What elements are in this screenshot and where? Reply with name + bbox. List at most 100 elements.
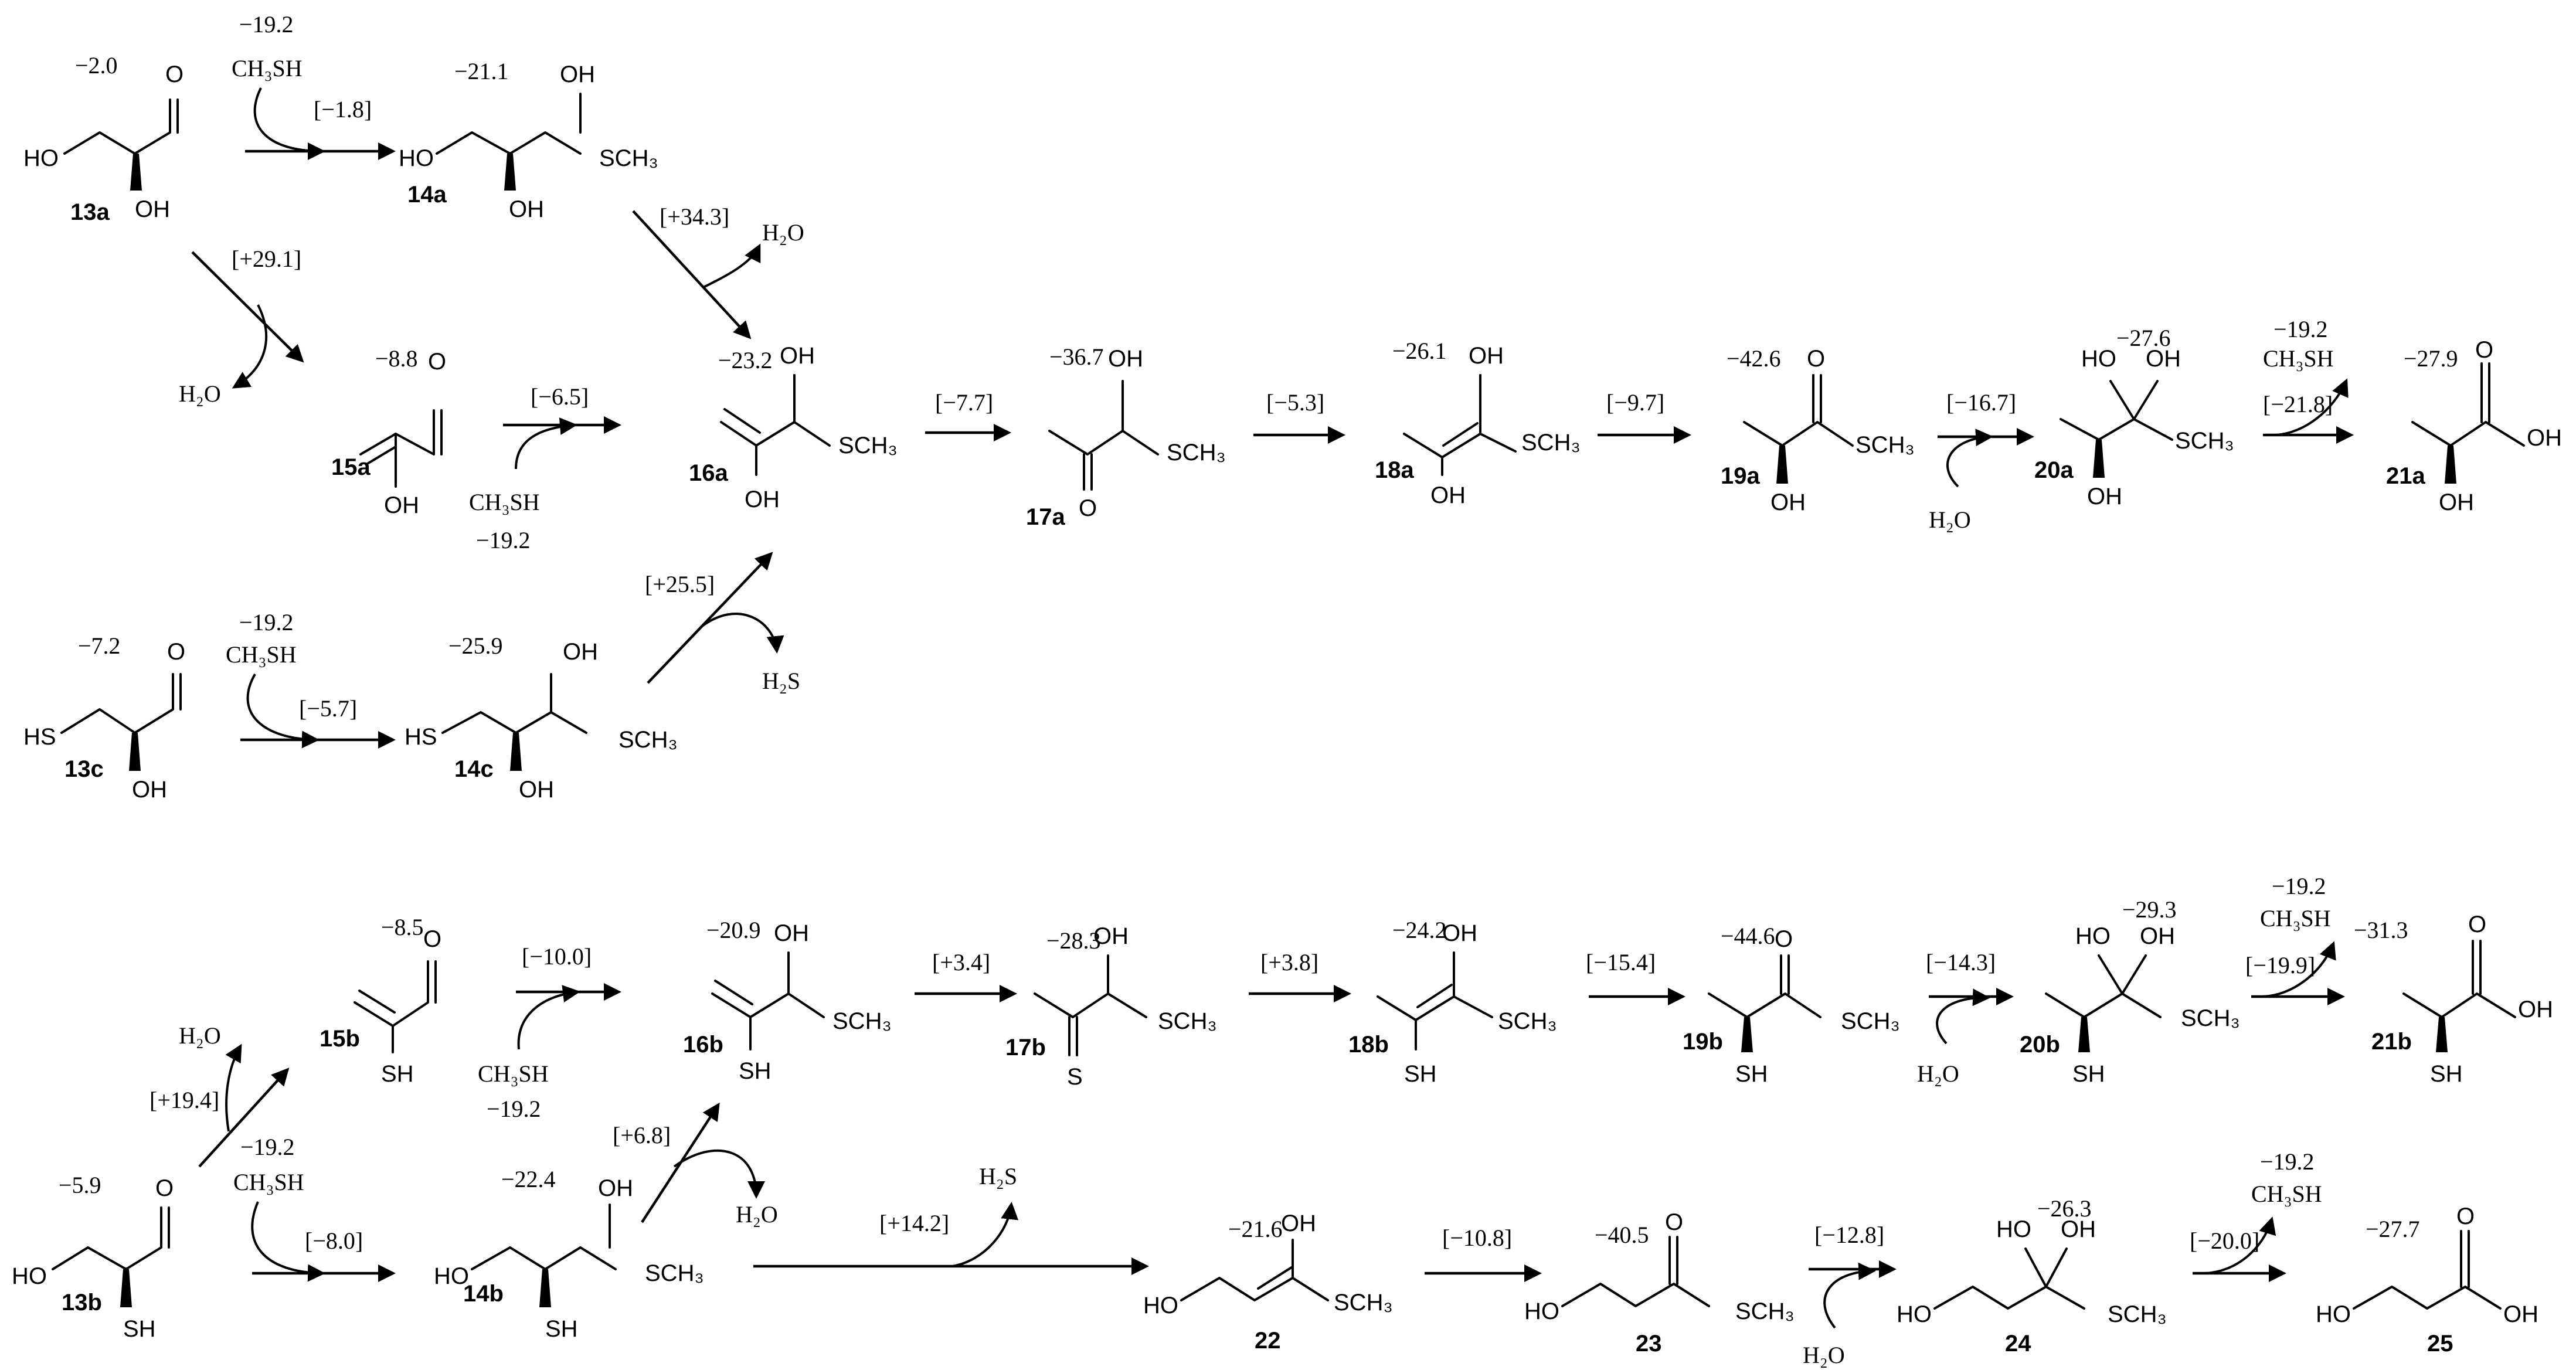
- atom-o: O: [2468, 912, 2486, 937]
- atom-oh: OH: [2439, 489, 2474, 515]
- step-18a-19a: [−9.7]: [1606, 389, 1664, 416]
- reagent-energy: −19.2: [239, 609, 294, 635]
- atom-sch3: SCH₃: [618, 727, 678, 753]
- energy-14b: −22.4: [501, 1166, 556, 1192]
- atom-sh: SH: [2430, 1061, 2463, 1087]
- atom-ho: HO: [2316, 1301, 2351, 1327]
- atom-oh: OH: [2140, 923, 2175, 949]
- compound-14b: −22.4 HO OH SCH₃ SH 14b: [434, 1166, 704, 1342]
- atom-oh: OH: [2503, 1301, 2538, 1327]
- compound-21b: −31.3 O OH SH 21b: [2354, 912, 2553, 1087]
- atom-sch3: SCH₃: [1167, 440, 1226, 465]
- energy-13b: −5.9: [59, 1172, 101, 1198]
- reagent-water: H₂O: [1917, 1060, 1959, 1087]
- step-24-25: [−20.0]: [2190, 1228, 2259, 1254]
- atom-oh: OH: [2061, 1216, 2096, 1242]
- step-14b-22: [+14.2]: [879, 1210, 949, 1236]
- energy-17b: −28.3: [1046, 927, 1101, 954]
- compound-18a: −26.1 OH SCH₃ OH 18a: [1375, 338, 1581, 508]
- atom-sch3: SCH₃: [1158, 1008, 1217, 1034]
- energy-18b: −24.2: [1392, 917, 1447, 943]
- atom-oh: OH: [1442, 920, 1477, 946]
- compound-25: −27.7 HO O OH 25: [2316, 1204, 2538, 1357]
- reagent-energy: −19.2: [2272, 873, 2326, 899]
- energy-16a: −23.2: [718, 347, 773, 373]
- energy-21b: −31.3: [2354, 917, 2408, 943]
- label-13b: 13b: [62, 1290, 102, 1315]
- label-19b: 19b: [1683, 1029, 1723, 1055]
- label-17b: 17b: [1005, 1035, 1046, 1060]
- step-13b-14b: [−8.0]: [305, 1228, 363, 1254]
- label-19a: 19a: [1721, 463, 1760, 489]
- compound-16a: −23.2 OH SCH₃ OH 16a: [689, 343, 898, 512]
- atom-sch3: SCH₃: [1855, 432, 1915, 458]
- label-13a: 13a: [70, 199, 110, 225]
- atom-ho: HO: [1524, 1298, 1559, 1324]
- reagent-water: H₂O: [1929, 506, 1971, 533]
- atom-s: S: [1067, 1064, 1083, 1090]
- atom-sch3: SCH₃: [2175, 428, 2234, 454]
- compound-23: −40.5 HO O SCH₃ 23: [1524, 1209, 1795, 1357]
- step-13c-14c: [−5.7]: [299, 695, 357, 722]
- reagent-energy: −19.2: [239, 11, 294, 38]
- label-14c: 14c: [454, 756, 494, 782]
- atom-o: O: [1807, 346, 1825, 372]
- label-16a: 16a: [689, 460, 728, 486]
- compound-18b: −24.2 OH SCH₃ SH 18b: [1348, 917, 1557, 1087]
- atom-sch3: SCH₃: [1334, 1290, 1393, 1315]
- atom-sch3: SCH₃: [599, 145, 658, 171]
- reagent-methanethiol: CH₃SH: [478, 1060, 549, 1087]
- energy-13c: −7.2: [78, 633, 121, 659]
- energy-18a: −26.1: [1392, 338, 1447, 364]
- step-14b-16b: [+6.8]: [613, 1122, 671, 1148]
- compound-20a: −27.6 HO OH SCH₃ OH 20a: [2034, 325, 2234, 509]
- energy-17a: −36.7: [1049, 344, 1104, 370]
- arrow-14a-16a: [632, 210, 752, 339]
- atom-ho: HO: [1897, 1301, 1932, 1327]
- compound-14c: −25.9 HS OH SCH₃ OH 14c: [405, 633, 678, 803]
- reagent-hydrogen-sulfide: H₂S: [979, 1163, 1017, 1189]
- step-13b-15b: [+19.4]: [149, 1087, 219, 1113]
- compound-20b: −29.3 HO OH SCH₃ SH 20b: [2020, 896, 2240, 1087]
- label-25: 25: [2427, 1331, 2453, 1357]
- atom-ho: HO: [23, 145, 59, 171]
- energy-16b: −20.9: [706, 917, 761, 943]
- atom-oh: OH: [2527, 425, 2562, 451]
- atom-sch3: SCH₃: [2108, 1301, 2167, 1327]
- reagent-methanethiol: CH₃SH: [2251, 1181, 2322, 1207]
- reagent-energy: −19.2: [2260, 1148, 2315, 1175]
- step-14c-16a: [+25.5]: [645, 571, 715, 597]
- energy-20b: −29.3: [2122, 896, 2177, 923]
- reagent-energy: −19.2: [487, 1096, 541, 1122]
- atom-oh: OH: [384, 492, 419, 518]
- label-14a: 14a: [407, 182, 447, 208]
- reagent-water: H₂O: [1803, 1342, 1845, 1368]
- atom-o: O: [1079, 495, 1097, 521]
- atom-sch3: SCH₃: [832, 1008, 892, 1034]
- step-17b-18b: [+3.8]: [1260, 949, 1318, 975]
- energy-23: −40.5: [1595, 1222, 1649, 1248]
- atom-sch3: SCH₃: [1841, 1008, 1900, 1034]
- reagent-methanethiol: CH₃SH: [232, 55, 303, 81]
- atom-oh: OH: [1281, 1211, 1316, 1236]
- label-22: 22: [1255, 1328, 1281, 1354]
- step-20b-21b: [−19.9]: [2245, 952, 2315, 978]
- atom-hs: HS: [23, 724, 56, 750]
- step-23-24: [−12.8]: [1814, 1222, 1884, 1248]
- atom-oh: OH: [1430, 482, 1466, 508]
- atom-ho: HO: [12, 1263, 47, 1289]
- reagent-methanethiol: CH₃SH: [226, 641, 297, 668]
- atom-oh: OH: [598, 1175, 633, 1201]
- atom-sch3: SCH₃: [1498, 1008, 1557, 1034]
- compound-22: −21.6 HO OH SCH₃ 22: [1143, 1211, 1393, 1354]
- label-15b: 15b: [320, 1026, 360, 1052]
- atom-ho: HO: [2081, 346, 2116, 372]
- step-13a-14a: [−1.8]: [314, 96, 372, 123]
- step-16a-17a: [−7.7]: [935, 389, 993, 416]
- energy-15b: −8.5: [381, 914, 424, 940]
- step-16b-17b: [+3.4]: [932, 949, 990, 975]
- energy-19b: −44.6: [1721, 923, 1775, 949]
- label-20b: 20b: [2020, 1032, 2060, 1058]
- compound-19a: −42.6 O SCH₃ OH 19a: [1721, 345, 1915, 515]
